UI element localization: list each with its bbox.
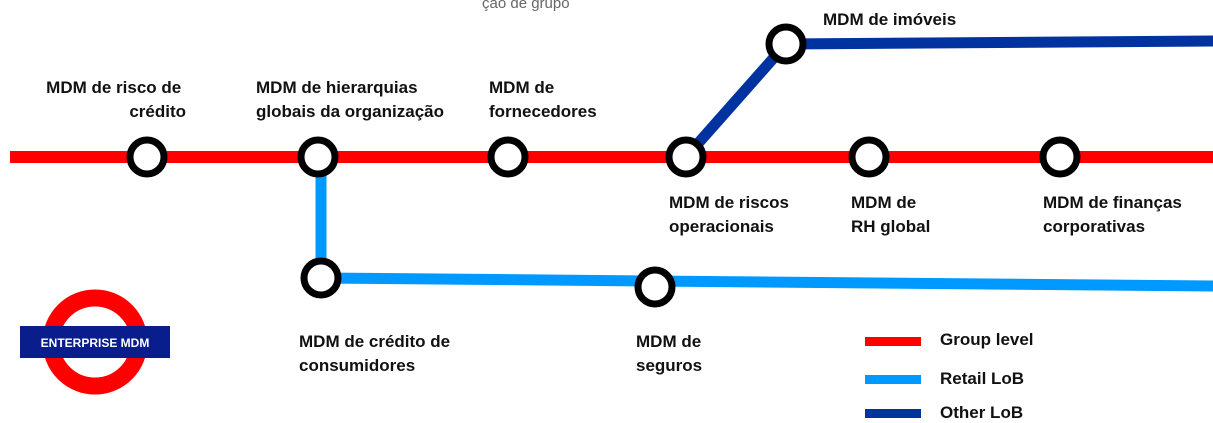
station-credito-consumidores [300, 257, 342, 299]
legend-label-other-lob: Other LoB [940, 403, 1023, 422]
legend-label-retail-lob: Retail LoB [940, 369, 1024, 388]
top-title-fragment: ção de grupo [482, 0, 570, 12]
label-rh-global: MDM de RH global [851, 193, 930, 236]
legend-swatch-group-level [865, 337, 921, 346]
label-seguros: MDM de seguros [636, 332, 706, 375]
station-risco-credito [126, 136, 168, 178]
logo-label: ENTERPRISE MDM [41, 336, 150, 350]
label-imoveis: MDM de imóveis [823, 10, 956, 29]
station-fornecedores [487, 136, 529, 178]
enterprise-mdm-logo: ENTERPRISE MDM [20, 289, 170, 395]
legend-swatch-other-lob [865, 409, 921, 418]
label-riscos-operacionais: MDM de riscos operacionais [669, 193, 794, 236]
station-riscos-operacionais [665, 136, 707, 178]
station-rh-global [848, 136, 890, 178]
label-hierarquias: MDM de hierarquias globais da organizaçã… [256, 78, 444, 121]
label-financas: MDM de finanças corporativas [1043, 193, 1187, 236]
station-seguros [634, 266, 676, 308]
logo-bar [20, 326, 170, 358]
label-risco-credito: MDM de risco de crédito [46, 78, 186, 121]
label-fornecedores: MDM de fornecedores [489, 78, 597, 121]
station-imoveis [765, 23, 807, 65]
label-credito-consumidores: MDM de crédito de consumidores [299, 332, 455, 375]
station-financas [1039, 136, 1081, 178]
legend: Group level Retail LoB Other LoB [865, 330, 1034, 422]
legend-label-group-level: Group level [940, 330, 1034, 349]
legend-swatch-retail-lob [865, 375, 921, 384]
station-hierarquias [297, 136, 339, 178]
other-lob-line [681, 35, 1213, 161]
